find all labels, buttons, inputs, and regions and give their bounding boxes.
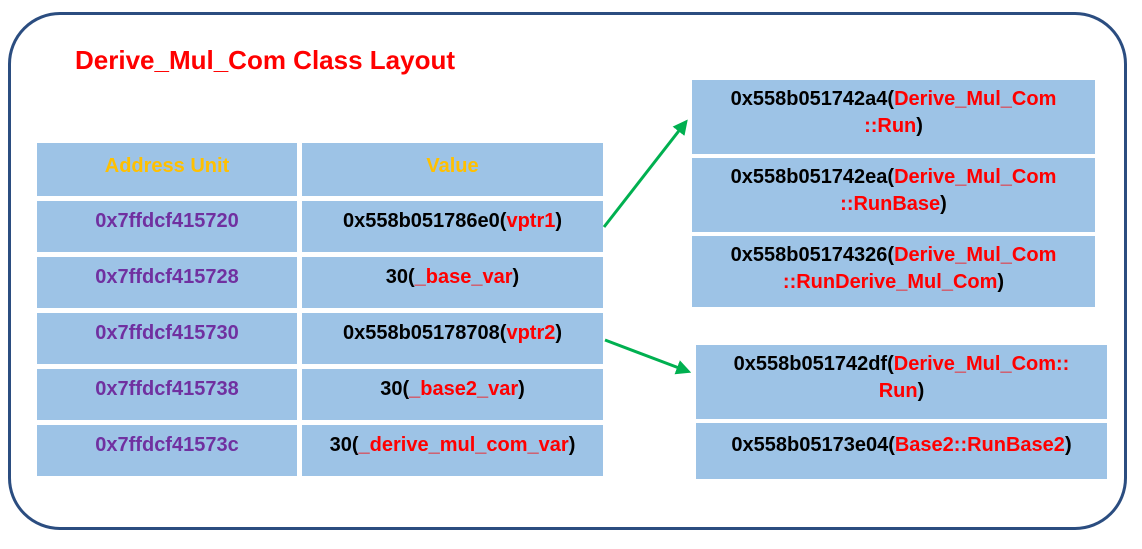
vtable-entry-cell: 0x558b051742df(Derive_Mul_Com::Run) [696, 345, 1107, 419]
text-segment: 30( [329, 434, 359, 456]
text-segment: Derive_Mul_Com:: [893, 353, 1070, 375]
address-cell: 0x7ffdcf41573c [37, 425, 297, 476]
text-segment: ) [518, 378, 525, 400]
value-cell: 30(_base_var) [302, 257, 603, 308]
text-segment: ) [940, 193, 947, 215]
vtable-entry-cell: 0x558b05173e04(Base2::RunBase2) [696, 423, 1107, 479]
text-segment: _base_var [414, 266, 513, 288]
text-segment: _derive_mul_com_var [358, 434, 569, 456]
vtable-entry-cell: 0x558b051742a4(Derive_Mul_Com::Run) [692, 80, 1095, 154]
vtable-entry-line: 0x558b051742a4(Derive_Mul_Com [692, 86, 1095, 113]
text-segment: Base2::RunBase2 [894, 434, 1065, 456]
text-segment: Derive_Mul_Com [894, 166, 1057, 188]
text-segment: Derive_Mul_Com [894, 244, 1057, 266]
text-segment: vptr2 [506, 322, 556, 344]
text-segment: ) [997, 271, 1005, 293]
text-segment: _base2_var [409, 378, 519, 400]
text-segment: 0x558b051786e0( [342, 210, 507, 232]
text-segment: 0x558b051742ea( [730, 166, 895, 188]
vtable-entry-line: 0x558b05173e04(Base2::RunBase2) [696, 432, 1107, 459]
text-segment: 0x558b05173e04( [731, 434, 895, 456]
text-segment: 30( [380, 378, 410, 400]
text-segment: 0x558b051742a4( [730, 88, 895, 110]
text-segment: ) [1064, 434, 1072, 456]
vtable-entry-line: 0x558b051742df(Derive_Mul_Com:: [696, 351, 1107, 378]
table-header-value: Value [302, 143, 603, 196]
text-segment: ) [512, 266, 520, 288]
text-segment: 30( [385, 266, 415, 288]
text-segment: ) [568, 434, 576, 456]
text-segment: ::RunBase [840, 193, 941, 215]
text-segment: ) [917, 380, 925, 402]
diagram-title: Derive_Mul_Com Class Layout [75, 45, 456, 75]
vtable-entry-line: Run) [696, 378, 1107, 405]
text-segment: ::RunDerive_Mul_Com [782, 271, 998, 293]
text-segment: 0x558b05178708( [342, 322, 507, 344]
table-header-address-unit: Address Unit [37, 143, 297, 196]
vtable2-box: 0x558b051742df(Derive_Mul_Com::Run)0x558… [696, 345, 1107, 479]
vtable-entry-line: 0x558b051742ea(Derive_Mul_Com [692, 164, 1095, 191]
value-cell: 30(_derive_mul_com_var) [302, 425, 603, 476]
text-segment: ) [916, 115, 923, 137]
vtable-entry-line: ::RunDerive_Mul_Com) [692, 269, 1095, 296]
vtable-entry-cell: 0x558b051742ea(Derive_Mul_Com::RunBase) [692, 158, 1095, 232]
value-cell: 30(_base2_var) [302, 369, 603, 420]
text-segment: 0x558b05174326( [730, 244, 895, 266]
vtable-entry-line: 0x558b05174326(Derive_Mul_Com [692, 242, 1095, 269]
value-cell: 0x558b05178708(vptr2) [302, 313, 603, 364]
vtable1-box: 0x558b051742a4(Derive_Mul_Com::Run)0x558… [692, 80, 1095, 307]
text-segment: 0x558b051742df( [733, 353, 894, 375]
address-cell: 0x7ffdcf415738 [37, 369, 297, 420]
text-segment: Derive_Mul_Com [894, 88, 1057, 110]
text-segment: Run [878, 380, 918, 402]
address-cell: 0x7ffdcf415728 [37, 257, 297, 308]
vtable-entry-cell: 0x558b05174326(Derive_Mul_Com::RunDerive… [692, 236, 1095, 307]
text-segment: ::Run [864, 115, 917, 137]
text-segment: ) [555, 322, 563, 344]
text-segment: ) [555, 210, 563, 232]
vtable-entry-line: ::RunBase) [692, 191, 1095, 218]
address-cell: 0x7ffdcf415730 [37, 313, 297, 364]
value-cell: 0x558b051786e0(vptr1) [302, 201, 603, 252]
text-segment: vptr1 [506, 210, 556, 232]
address-cell: 0x7ffdcf415720 [37, 201, 297, 252]
vtable-entry-line: ::Run) [692, 113, 1095, 140]
